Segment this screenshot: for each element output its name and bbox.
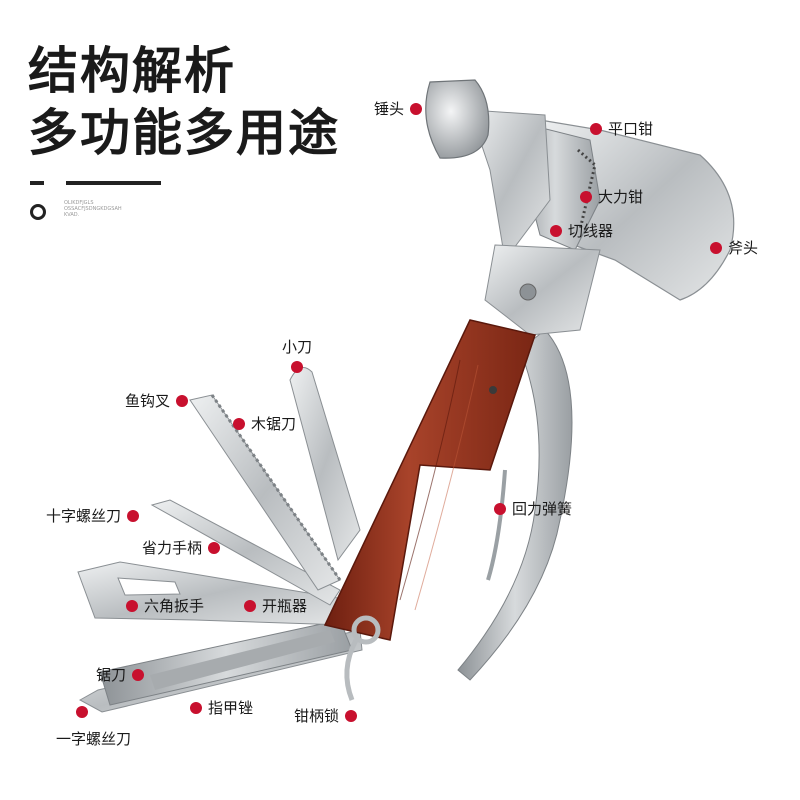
label-bottle-opener: 开瓶器 [262,597,308,615]
marker-dot-icon [291,361,303,373]
marker-dot-icon [345,709,358,722]
label-saw-blade: 锯刀 [96,666,127,684]
marker-dot-icon [176,394,189,407]
decorative-text-line: KVAD. [64,212,80,218]
marker-dot-icon [76,706,88,718]
hammer [425,79,551,262]
callout-hammer: 锤头 [374,98,423,119]
callout-knife: 小刀 [282,336,312,373]
callout-lever-handle: 省力手柄 [142,537,221,558]
marker-dot-icon [494,502,506,515]
wood-handle [323,319,536,641]
label-fish-hook: 鱼钩叉 [125,392,171,410]
callout-flat-screwdriver: 一字螺丝刀 [56,706,131,749]
lever-handle [150,499,341,606]
label-wire-cutter: 切线器 [568,222,614,240]
callout-flat-pliers: 平口钳 [590,118,653,139]
label-hex-wrench: 六角扳手 [144,597,205,615]
decorative-dash [30,181,44,185]
label-flat-pliers: 平口钳 [608,120,654,138]
label-phillips-screwdriver: 十字螺丝刀 [46,507,122,525]
hex-wrench [77,561,351,626]
handle-lock-ring [344,615,381,701]
callout-strong-pliers: 大力钳 [580,186,643,207]
marker-dot-icon [190,701,202,714]
callout-wire-cutter: 切线器 [550,220,613,241]
callout-fish-hook: 鱼钩叉 [125,390,189,411]
marker-dot-icon [550,224,562,237]
label-axe: 斧头 [728,239,759,257]
callout-return-spring: 回力弹簧 [494,498,572,519]
label-strong-pliers: 大力钳 [598,188,644,206]
label-knife: 小刀 [282,338,313,356]
marker-dot-icon [208,541,221,554]
callout-handle-lock: 钳柄锁 [294,705,358,726]
marker-dot-icon [127,509,140,522]
label-nail-file: 指甲锉 [208,699,254,717]
label-lever-handle: 省力手柄 [142,539,203,557]
callout-bottle-opener: 开瓶器 [244,595,307,616]
label-wood-saw: 木锯刀 [251,415,297,433]
label-handle-lock: 钳柄锁 [294,707,340,725]
marker-dot-icon [132,668,145,681]
callout-wood-saw: 木锯刀 [233,413,296,434]
title-block: 结构解析 多功能多用途 [28,40,340,164]
decorative-line [66,181,161,185]
bolster-plate [484,244,601,336]
label-flat-screwdriver: 一字螺丝刀 [56,730,132,748]
label-hammer: 锤头 [374,100,405,118]
marker-dot-icon [580,190,592,203]
callout-axe: 斧头 [710,237,758,258]
marker-dot-icon [233,417,245,430]
marker-dot-icon [710,241,722,254]
return-spring [486,469,507,581]
marker-dot-icon [244,599,256,612]
plier-arm [457,329,573,681]
label-return-spring: 回力弹簧 [512,500,573,518]
decorative-ring-icon [30,204,46,220]
decorative-text-line: OSSACFJSDNGKDGSAH [64,206,122,212]
decorative-text: OLIKDFJGLS OSSACFJSDNGKDGSAH KVAD. [64,200,122,218]
decorative-text-line: OLIKDFJGLS [64,200,94,206]
marker-dot-icon [410,102,423,115]
nail-file [99,619,353,706]
marker-dot-icon [590,122,602,135]
callout-phillips-screwdriver: 十字螺丝刀 [46,505,140,526]
title-line-2: 多功能多用途 [28,104,340,162]
marker-dot-icon [126,599,138,612]
title-line-1: 结构解析 [28,42,236,100]
callout-hex-wrench: 六角扳手 [126,595,204,616]
callout-nail-file: 指甲锉 [190,697,253,718]
callout-saw-blade: 锯刀 [96,664,145,685]
knife [289,367,361,562]
